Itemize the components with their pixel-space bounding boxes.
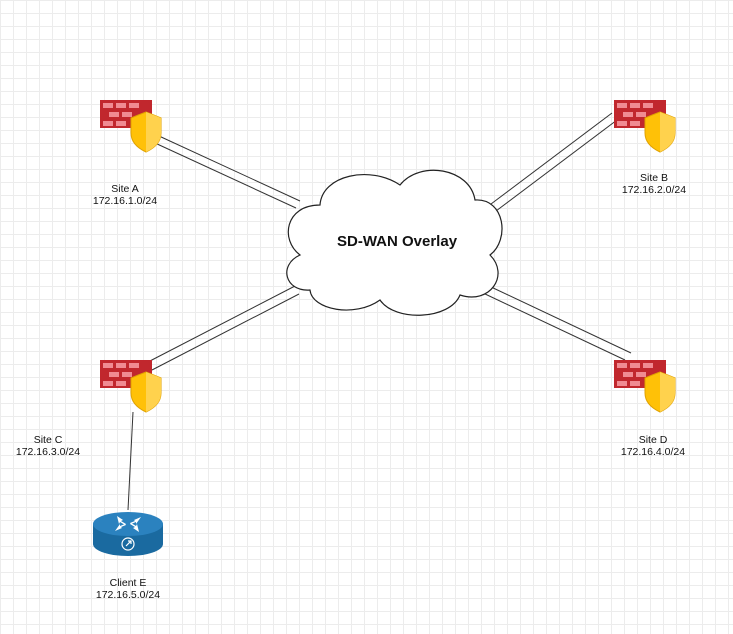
site-c-label: Site C 172.16.3.0/24 [9,434,87,458]
site-a-label: Site A 172.16.1.0/24 [86,183,164,207]
site-c-name: Site C [33,434,63,446]
link-site-d [482,292,626,361]
site-d-subnet: 172.16.4.0/24 [620,446,686,458]
site-a-name: Site A [111,183,139,195]
site-c-subnet: 172.16.3.0/24 [15,446,81,458]
cloud-label: SD-WAN Overlay [337,233,458,250]
link-site-b-2 [491,119,618,215]
site-c-firewall-icon [99,359,162,413]
site-d-firewall-icon [613,359,676,413]
link-site-c [147,285,296,363]
site-a-subnet: 172.16.1.0/24 [92,195,158,207]
site-d-label: Site D 172.16.4.0/24 [614,434,692,458]
site-b-name: Site B [639,172,668,184]
client-e-subnet: 172.16.5.0/24 [95,589,161,601]
site-d-name: Site D [638,434,668,446]
site-b-subnet: 172.16.2.0/24 [621,184,687,196]
link-site-a [154,142,297,209]
sd-wan-cloud-icon [286,169,503,316]
link-site-b [486,112,613,208]
connection-lines [127,112,632,511]
link-client-e [127,411,134,511]
client-e-label: Client E 172.16.5.0/24 [88,577,168,601]
link-site-a-2 [158,135,301,202]
client-e-name: Client E [109,577,147,589]
site-b-firewall-icon [613,99,676,153]
link-site-d-2 [488,285,632,354]
site-b-label: Site B 172.16.2.0/24 [615,172,693,196]
client-e-router-icon [92,511,164,557]
link-site-c-2 [151,293,300,371]
site-a-firewall-icon [99,99,162,153]
